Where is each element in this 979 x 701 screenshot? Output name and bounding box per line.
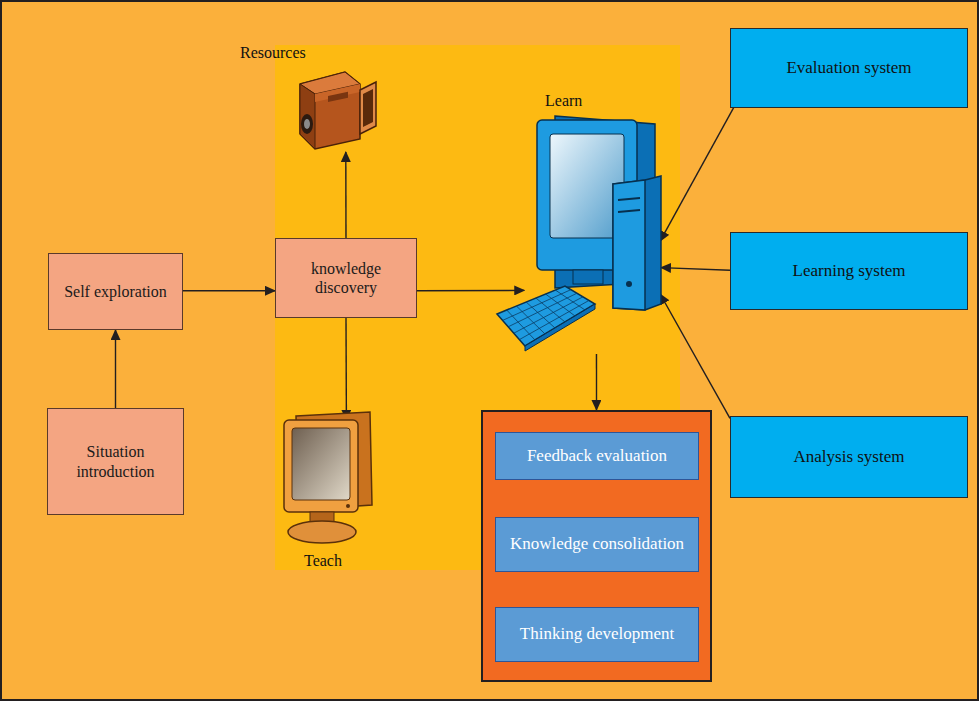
camera-icon [290, 64, 380, 152]
box-text: Thinking development [520, 624, 674, 644]
step-box: Knowledge consolidation [495, 517, 699, 572]
arrow-connector [115, 330, 116, 408]
arrow-connector [660, 294, 730, 418]
step-box: Feedback evaluation [495, 432, 699, 480]
arrow-connector [345, 152, 347, 238]
computer-icon-node: Learn [490, 92, 670, 357]
camera-icon-node: Resources [236, 42, 386, 154]
box-text: Evaluation system [786, 58, 911, 78]
system-box: Learning system [730, 232, 968, 310]
arrow-connector [596, 354, 597, 410]
computer-icon [495, 114, 667, 354]
box-text: Feedback evaluation [527, 446, 667, 466]
arrow-connector [345, 318, 347, 420]
monitor-icon-node: Teach [276, 400, 376, 572]
arrow-connector [417, 290, 524, 292]
arrow-connector [661, 268, 730, 271]
box-text: Situation introduction [54, 442, 177, 480]
box-text: Learning system [793, 261, 906, 281]
system-box: Evaluation system [730, 28, 968, 108]
box-text: Analysis system [794, 447, 905, 467]
icon-label: Resources [240, 44, 306, 62]
process-box: Situation introduction [47, 408, 184, 515]
process-box: knowledge discovery [275, 238, 417, 318]
icon-label: Teach [304, 552, 342, 570]
box-text: Knowledge consolidation [510, 534, 684, 554]
icon-label: Learn [545, 92, 582, 110]
arrow-connector [183, 290, 275, 291]
box-text: Self exploration [64, 282, 167, 301]
step-container: Feedback evaluationKnowledge consolidati… [481, 410, 712, 682]
monitor-icon [282, 410, 374, 550]
step-box: Thinking development [495, 607, 699, 662]
box-text: knowledge discovery [282, 259, 410, 297]
arrow-connector [660, 106, 735, 242]
process-box: Self exploration [48, 253, 183, 330]
system-box: Analysis system [730, 416, 968, 498]
